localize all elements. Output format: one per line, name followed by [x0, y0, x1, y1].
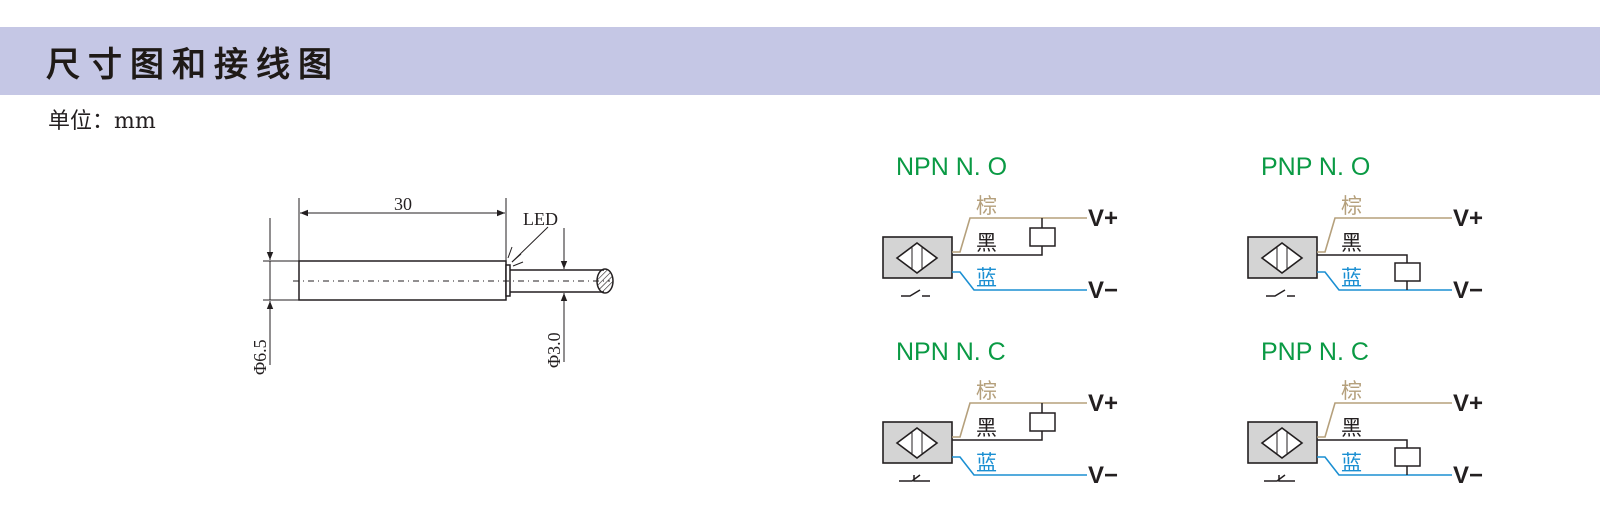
brown-wire-label: 棕 [976, 379, 997, 403]
sensor-symbol-icon [1260, 427, 1304, 459]
dimension-drawing [263, 198, 614, 365]
v-plus-terminal: V+ [1453, 390, 1483, 417]
header-banner: 尺寸图和接线图 [0, 27, 1600, 95]
v-minus-terminal: V− [1088, 462, 1118, 489]
nc-contact-icon [899, 474, 930, 482]
blue-wire [952, 271, 1087, 291]
cable-end [596, 268, 614, 294]
v-minus-terminal: V− [1453, 462, 1483, 489]
blue-wire-label: 蓝 [976, 451, 997, 475]
diagram-title: NPN N. O [896, 153, 1007, 181]
brown-wire-label: 棕 [1341, 194, 1362, 218]
black-wire [952, 431, 1043, 441]
v-plus-terminal: V+ [1088, 390, 1118, 417]
black-wire [1317, 254, 1408, 263]
black-wire [952, 246, 1043, 256]
brown-wire [952, 217, 1087, 253]
body-diameter-label: Φ6.5 [250, 339, 270, 375]
black-wire-label: 黑 [1341, 231, 1362, 255]
no-contact-icon [901, 289, 930, 297]
v-plus-terminal: V+ [1453, 205, 1483, 232]
brown-wire [952, 402, 1087, 438]
load-icon [1394, 262, 1421, 282]
brown-wire [1317, 217, 1452, 253]
nc-contact-icon [1264, 474, 1295, 482]
blue-wire-label: 蓝 [976, 266, 997, 290]
brown-wire [1317, 402, 1452, 438]
sensor-symbol-icon [895, 427, 939, 459]
sensor-symbol-icon [895, 242, 939, 274]
led-label: LED [523, 209, 558, 229]
load-icon [1029, 227, 1056, 247]
length-label: 30 [394, 194, 412, 214]
black-wire-label: 黑 [1341, 416, 1362, 440]
blue-wire-label: 蓝 [1341, 451, 1362, 475]
wiring-diagram-npn-no: NPN N. O 棕黑蓝 V+ V− [882, 153, 1118, 304]
page-title: 尺寸图和接线图 [46, 45, 340, 85]
wiring-diagram-npn-nc: NPN N. C 棕黑蓝 V+ V− [882, 338, 1118, 489]
black-wire-label: 黑 [976, 231, 997, 255]
load-icon [1394, 447, 1421, 467]
wiring-diagram-pnp-no: PNP N. O 棕黑蓝 V+ V− [1247, 153, 1483, 304]
wiring-diagram-pnp-nc: PNP N. C 棕黑蓝 V+ V− [1247, 338, 1483, 489]
black-wire-label: 黑 [976, 416, 997, 440]
load-icon [1029, 412, 1056, 432]
blue-wire [952, 456, 1087, 476]
v-plus-terminal: V+ [1088, 205, 1118, 232]
brown-wire-label: 棕 [976, 194, 997, 218]
cable-diameter-label: Φ3.0 [544, 332, 564, 368]
unit-label: 单位：mm [48, 109, 156, 134]
diagram-title: NPN N. C [896, 338, 1006, 366]
blue-wire-label: 蓝 [1341, 266, 1362, 290]
diagram-title: PNP N. C [1261, 338, 1369, 366]
black-wire [1317, 439, 1408, 448]
sensor-symbol-icon [1260, 242, 1304, 274]
blue-wire [1317, 456, 1452, 476]
v-minus-terminal: V− [1088, 277, 1118, 304]
no-contact-icon [1266, 289, 1295, 297]
v-minus-terminal: V− [1453, 277, 1483, 304]
diagram-title: PNP N. O [1261, 153, 1370, 181]
blue-wire [1317, 271, 1452, 291]
brown-wire-label: 棕 [1341, 379, 1362, 403]
